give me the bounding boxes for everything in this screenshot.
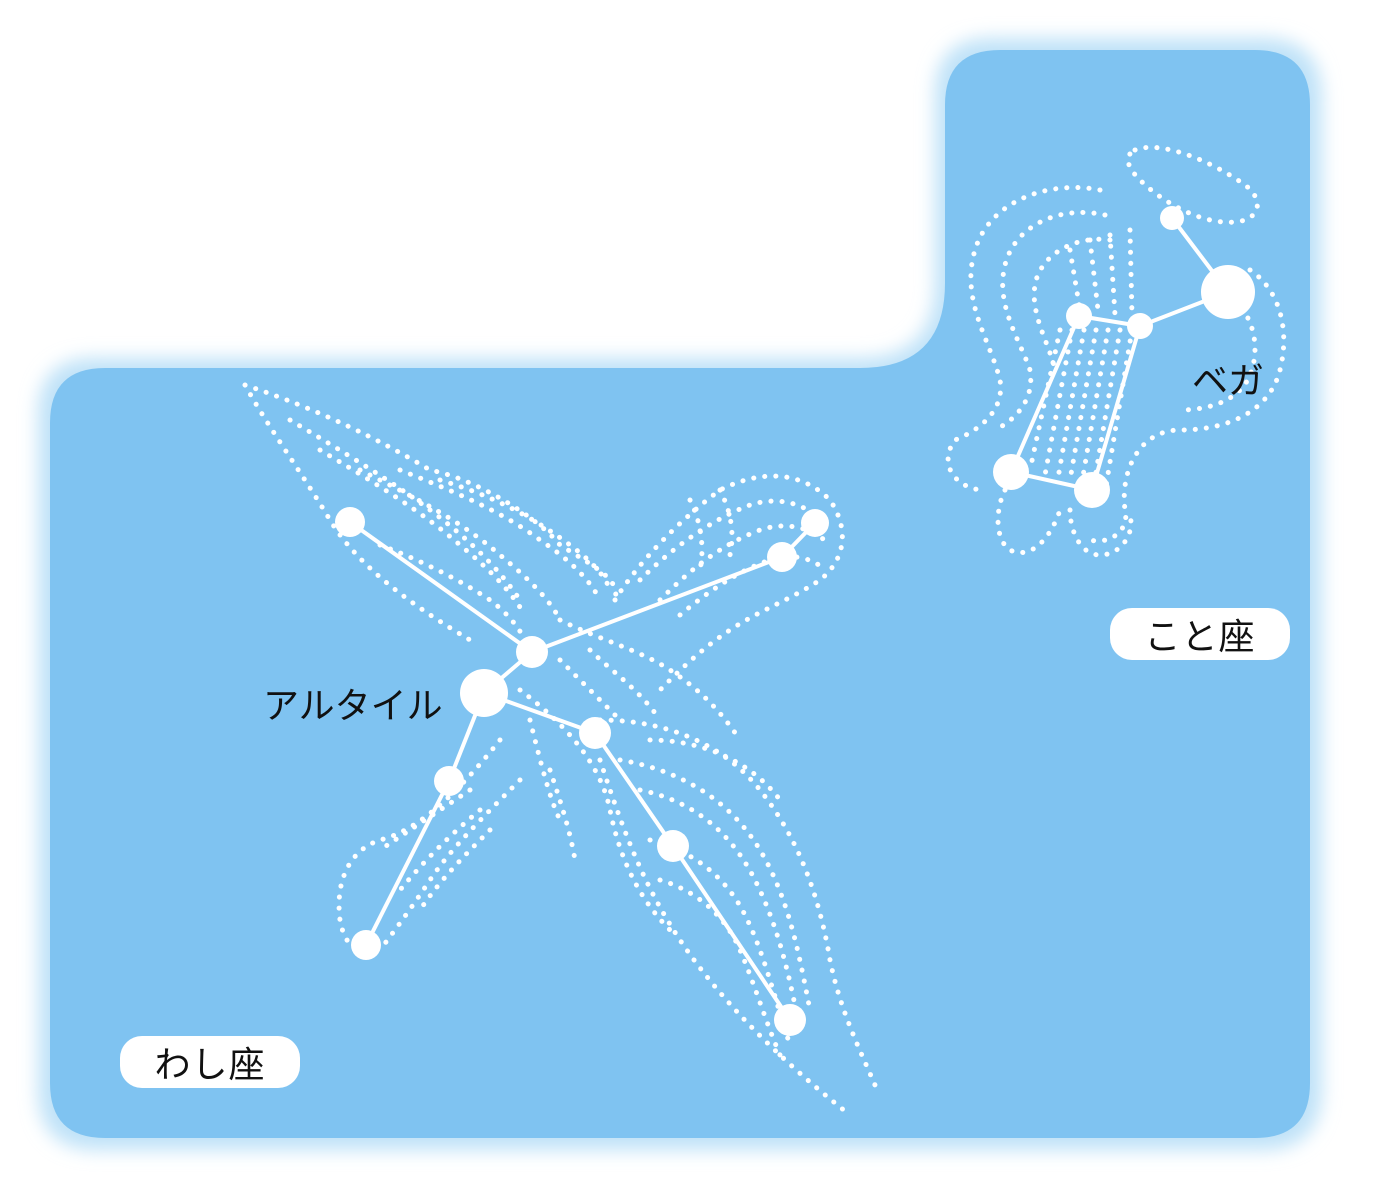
aquila-name-badge: わし座 (120, 1036, 300, 1088)
lyra-bottom-loops (995, 487, 1134, 558)
lyra-strings-5 (1079, 327, 1111, 485)
lyra-name: こと座 (1144, 617, 1256, 658)
lyra-neck (1067, 227, 1135, 318)
lyra-stars (993, 206, 1255, 508)
lyra-right-swirl-inner (1177, 297, 1258, 413)
aquila-left-wing-feathers-1 (287, 417, 523, 603)
aquila-lower-wing-feathers (377, 787, 493, 913)
vega-label: ベガ (1192, 361, 1265, 402)
aquila-right-wing-feathers-4 (687, 497, 705, 573)
aquila-left-wing-feathers-4 (397, 467, 603, 603)
lyra-left-swirl-inner-2 (1031, 236, 1113, 373)
aquila-star-lambda (774, 1004, 806, 1036)
aquila-star-delta (434, 766, 464, 796)
lyra-strings-1 (1027, 327, 1063, 473)
lyra-star-vega (1201, 265, 1255, 319)
lyra-strings-6 (1091, 327, 1123, 487)
lyra-star-gamma (1074, 472, 1110, 508)
aquila-star-altair (460, 669, 508, 717)
aquila-star-beta (579, 717, 611, 749)
aquila-tail-feathers-4 (657, 877, 783, 1058)
aquila-right-wing-feathers-2 (657, 523, 833, 603)
aquila-star-theta (351, 930, 381, 960)
altair-label: アルタイル (263, 686, 443, 727)
lyra-strings-4 (1067, 327, 1099, 483)
aquila-left-wing-feathers-2 (317, 447, 528, 618)
aquila-star-eta (657, 830, 689, 862)
lyra-right-swirl (1087, 267, 1287, 544)
aquila-name: わし座 (154, 1045, 266, 1086)
aquila-tail-feathers-1 (617, 757, 813, 1013)
lyra-top-ribbon (1125, 144, 1260, 225)
aquila-left-wing-feathers-3 (357, 467, 563, 623)
aquila-tail-feathers-2 (637, 787, 803, 1033)
aquila-lower-wing-outline (336, 737, 523, 957)
lyra-star-delta (1066, 303, 1092, 329)
aquila-left-wing-feathers-5 (437, 477, 613, 593)
lyra-figure (945, 144, 1287, 558)
aquila-star-gamma (516, 636, 548, 668)
lyra-strings-7 (1103, 327, 1135, 489)
lyra-strings-2 (1042, 327, 1075, 478)
aquila-right-wing-feathers-5 (717, 487, 735, 558)
lyra-star-zeta (1127, 313, 1153, 339)
aquila-star-iota (801, 509, 829, 537)
aquila-star-zeta (335, 507, 365, 537)
aquila-right-wing-outline (612, 473, 845, 693)
aquila-left-wing-feathers-6 (377, 542, 528, 643)
aquila-stars (335, 507, 829, 1036)
aquila-tail-feathers-5 (647, 737, 783, 803)
aquila-star-epsilon (767, 542, 797, 572)
aquila-tail-outline (597, 717, 878, 1118)
lyra-star-beta (993, 454, 1029, 490)
lyra-name-badge: こと座 (1110, 608, 1290, 660)
lyra-star-epsilon (1160, 206, 1184, 230)
aquila-center-dots (527, 647, 663, 863)
aquila-right-wing-feathers-1 (637, 498, 828, 583)
